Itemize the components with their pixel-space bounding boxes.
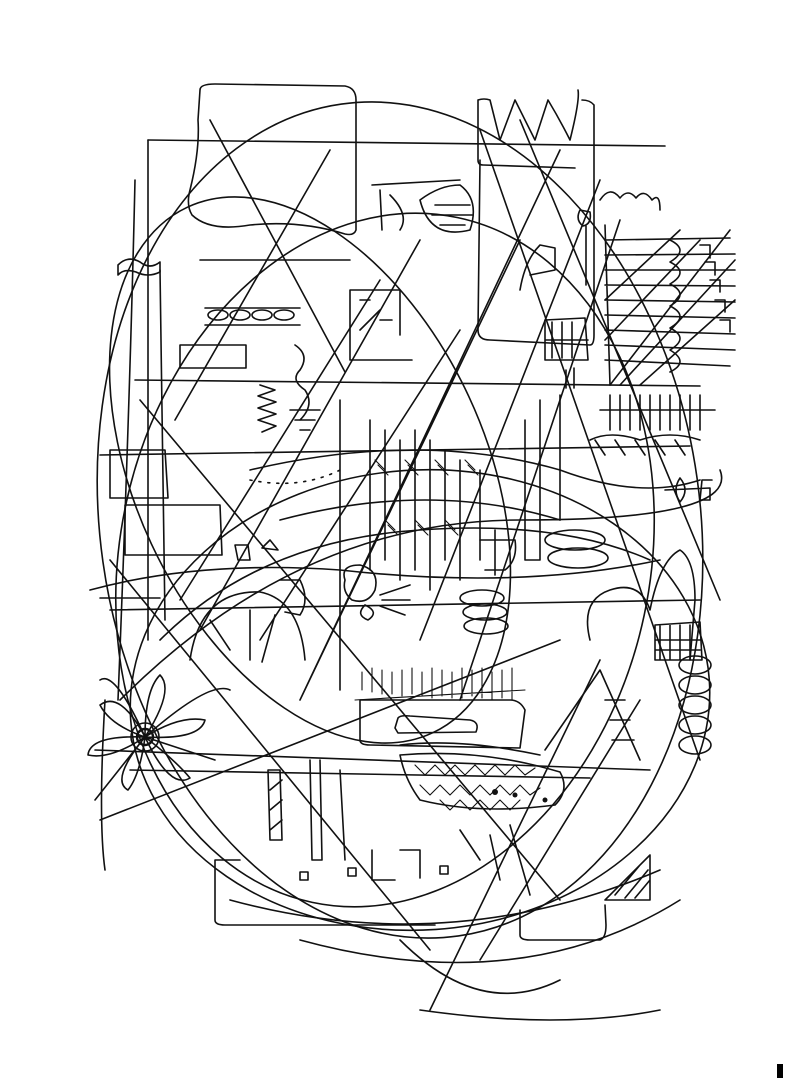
bottom-rects: [371, 849, 421, 881]
small-square-1: [299, 871, 309, 881]
horizon-lines: [94, 139, 701, 779]
bottom-box: [519, 904, 607, 941]
diagonal-strokes: [99, 119, 721, 1011]
comb-shape: [589, 394, 716, 456]
tent-shape: [477, 89, 580, 169]
blob-right: [586, 549, 696, 661]
key-shape: [664, 477, 713, 503]
mid-band: [359, 699, 541, 756]
top-frame: [187, 83, 357, 236]
dotted-line: [249, 469, 341, 485]
bracket-shape: [179, 344, 247, 369]
center-grid: [339, 399, 481, 691]
stacked-ovals: [678, 655, 712, 755]
corner-mark: [777, 1064, 783, 1078]
curls: [577, 191, 661, 286]
bar-shape: [394, 714, 478, 734]
small-square-3: [439, 865, 449, 875]
center-box: [349, 289, 413, 361]
top-x: [174, 119, 351, 421]
oval-row: [204, 307, 301, 326]
small-square-2: [347, 867, 357, 877]
big-oval-1: [96, 101, 704, 939]
oval-cluster: [459, 529, 609, 635]
hatched-grid-right: [604, 224, 736, 386]
left-banner: [117, 258, 161, 276]
sphere-lines: [343, 564, 411, 621]
wedge-hatch: [604, 854, 651, 901]
sunburst: [87, 674, 231, 801]
hatched-box-right: [654, 621, 703, 661]
center-verticals: [519, 244, 561, 561]
fence-hatch: [354, 667, 526, 701]
fishbone: [399, 752, 565, 896]
squiggle-stack: [257, 344, 321, 433]
arc-left: [189, 591, 306, 663]
flag-bits: [234, 539, 306, 616]
left-rects: [99, 449, 223, 599]
triangle-right: [544, 669, 641, 761]
left-verticals: [100, 139, 166, 871]
scribble-top: [371, 179, 475, 233]
hatched-posts: [267, 759, 346, 861]
small-building: [544, 317, 589, 389]
tall-rect: [477, 99, 595, 346]
bottom-left-box: [214, 859, 436, 926]
